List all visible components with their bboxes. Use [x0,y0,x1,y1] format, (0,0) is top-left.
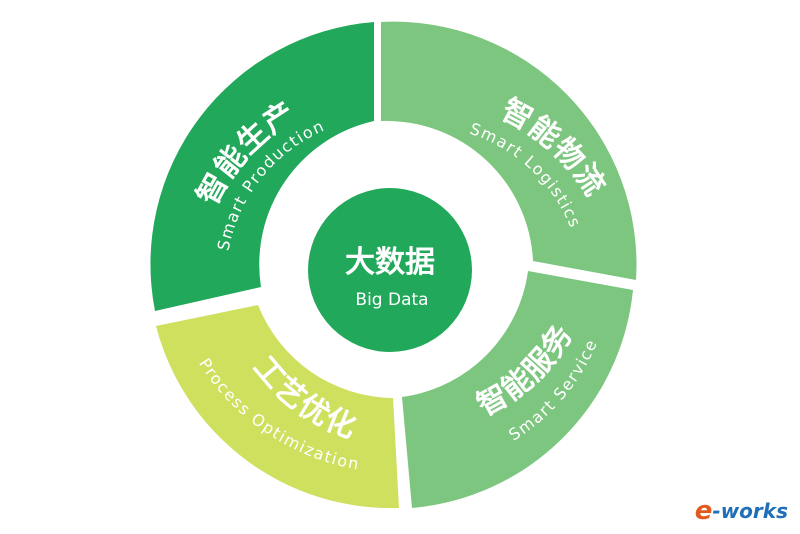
center-subtitle: Big Data [355,290,428,310]
watermark-e: e [694,496,713,526]
segment-smart-logistics [381,21,637,280]
segment-process-optimization [156,305,399,509]
eworks-watermark-logo: e -works [695,496,788,526]
segment-smart-production [150,22,374,311]
center-title: 大数据 [345,245,435,280]
watermark-text: -works [712,499,788,523]
center-circle [308,188,472,352]
segment-smart-service [402,271,633,508]
